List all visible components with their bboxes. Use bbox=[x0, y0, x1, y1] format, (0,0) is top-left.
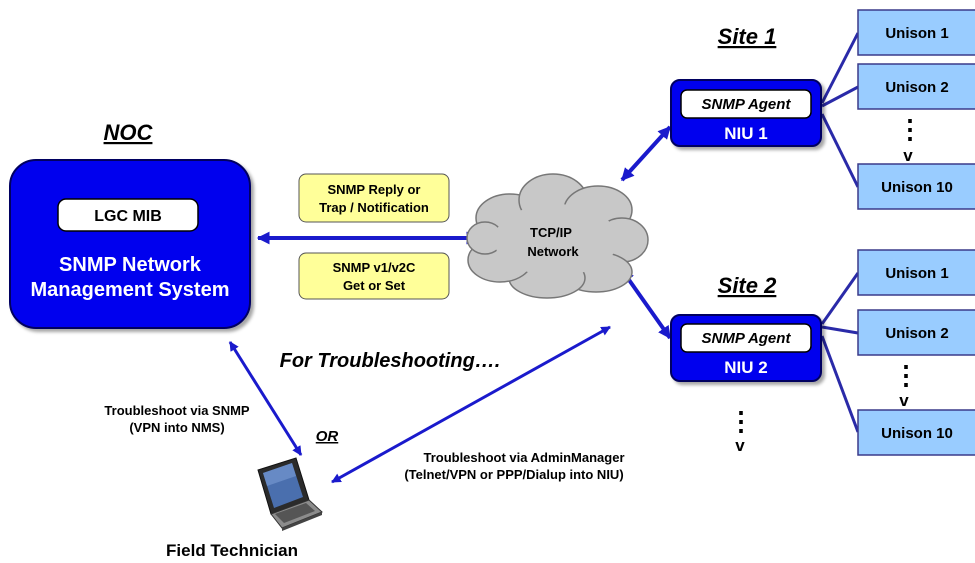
technician-label: Field Technician bbox=[166, 541, 298, 560]
mib-box bbox=[57, 198, 199, 232]
site1-units-dots: ⋮ bbox=[897, 114, 923, 144]
site1-unison-2-label: Unison 2 bbox=[885, 79, 948, 96]
technician-network-link bbox=[331, 325, 611, 484]
connectors bbox=[228, 125, 672, 484]
niu2-agent-box bbox=[680, 323, 812, 353]
more-sites-dots: ⋮ bbox=[728, 406, 754, 436]
reply-message-line2: Trap / Notification bbox=[319, 200, 429, 215]
site1-unison-1[interactable]: Unison 1 bbox=[857, 9, 975, 56]
more-sites-arrow: v bbox=[735, 436, 745, 455]
mib-label: LGC MIB bbox=[94, 208, 162, 225]
network-cloud: TCP/IP Network bbox=[466, 173, 649, 299]
site1-unit-links bbox=[820, 32, 860, 188]
site1-unison-10-label: Unison 10 bbox=[881, 179, 953, 196]
get-set-message-line1: SNMP v1/v2C bbox=[333, 260, 416, 275]
get-set-message-line2: Get or Set bbox=[343, 278, 406, 293]
site2-units-dots: ⋮ bbox=[893, 360, 919, 390]
site1-unison-2[interactable]: Unison 2 bbox=[857, 63, 975, 110]
site2-unison-1[interactable]: Unison 1 bbox=[857, 249, 975, 296]
site2-unit-links bbox=[820, 272, 860, 433]
site2-unison-10[interactable]: Unison 10 bbox=[857, 409, 975, 456]
laptop-icon[interactable] bbox=[257, 457, 323, 531]
site1-heading: Site 1 bbox=[718, 24, 777, 49]
nms-title-line1: SNMP Network bbox=[59, 254, 202, 276]
site1-unison-1-label: Unison 1 bbox=[885, 25, 948, 42]
niu1-label: NIU 1 bbox=[724, 124, 767, 143]
site1-unison-10[interactable]: Unison 10 bbox=[857, 163, 975, 210]
get-set-message-box: SNMP v1/v2C Get or Set bbox=[298, 252, 450, 300]
niu2-box[interactable]: SNMP Agent NIU 2 bbox=[670, 314, 822, 382]
niu1-agent-label: SNMP Agent bbox=[702, 96, 792, 113]
troubleshoot-snmp-line2: (VPN into NMS) bbox=[129, 420, 224, 435]
troubleshoot-admin-line1: Troubleshoot via AdminManager bbox=[423, 450, 624, 465]
nms-title-line2: Management System bbox=[31, 279, 230, 301]
troubleshoot-snmp-line1: Troubleshoot via SNMP bbox=[104, 403, 250, 418]
network-label-line2: Network bbox=[527, 244, 579, 259]
site2-unison-2[interactable]: Unison 2 bbox=[857, 309, 975, 356]
niu1-box[interactable]: SNMP Agent NIU 1 bbox=[670, 79, 822, 147]
niu2-label: NIU 2 bbox=[724, 358, 767, 377]
network-niu2-link bbox=[620, 268, 672, 340]
nms-technician-link bbox=[228, 341, 303, 456]
reply-message-line1: SNMP Reply or bbox=[328, 182, 421, 197]
site2-unison-10-label: Unison 10 bbox=[881, 425, 953, 442]
site1-units-arrow: v bbox=[903, 146, 913, 165]
site2-heading: Site 2 bbox=[718, 273, 777, 298]
or-label: OR bbox=[316, 428, 339, 445]
troubleshooting-heading: For Troubleshooting…. bbox=[280, 350, 501, 372]
site2-unison-1-label: Unison 1 bbox=[885, 265, 948, 282]
niu1-agent-box bbox=[680, 89, 812, 119]
niu2-agent-label: SNMP Agent bbox=[702, 330, 792, 347]
reply-message-box: SNMP Reply or Trap / Notification bbox=[298, 173, 450, 223]
troubleshoot-admin-line2: (Telnet/VPN or PPP/Dialup into NIU) bbox=[404, 467, 623, 482]
network-niu1-link bbox=[620, 125, 672, 182]
nms-box[interactable]: LGC MIB SNMP Network Management System bbox=[9, 159, 251, 329]
site2-units-arrow: v bbox=[899, 391, 909, 410]
noc-heading: NOC bbox=[104, 120, 154, 145]
network-label-line1: TCP/IP bbox=[530, 225, 572, 240]
site2-unison-2-label: Unison 2 bbox=[885, 325, 948, 342]
